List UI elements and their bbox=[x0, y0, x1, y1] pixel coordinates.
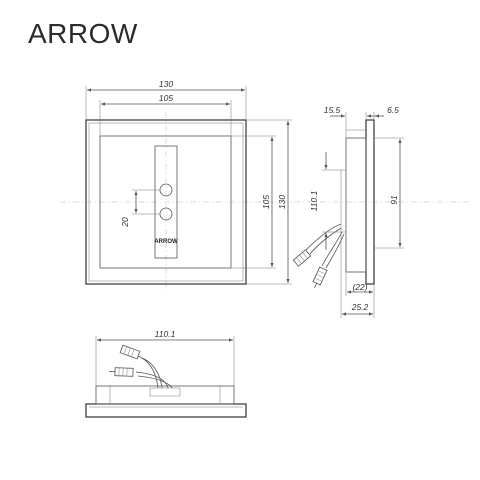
brand-logo-text: ARROW bbox=[28, 18, 138, 49]
dim-lower-depth: (22) bbox=[352, 282, 367, 292]
bottom-cable-upper-b bbox=[141, 357, 163, 389]
strip-label: ARROW bbox=[154, 239, 178, 245]
inner-plate bbox=[99, 135, 232, 269]
dim-hole-spacing: 20 bbox=[120, 217, 130, 228]
dim-depth-top: 15.5 bbox=[324, 105, 341, 115]
dim-bezel: 6.5 bbox=[387, 105, 399, 115]
dim-cable-height: 110.1 bbox=[309, 190, 319, 211]
dim-width-inner: 105 bbox=[159, 93, 173, 103]
side-connector-female bbox=[292, 249, 312, 267]
side-body bbox=[345, 137, 367, 273]
dim-height-inner: 105 bbox=[261, 195, 271, 209]
outer-plate bbox=[85, 119, 247, 285]
dim-body-height: 91 bbox=[389, 195, 399, 205]
side-connector-male bbox=[312, 266, 328, 288]
bottom-cable-lower-b bbox=[137, 375, 173, 389]
bottom-body bbox=[95, 385, 235, 405]
bottom-cable-upper bbox=[137, 355, 159, 389]
dim-cable-width: 110.1 bbox=[155, 329, 176, 339]
bottom-plate bbox=[85, 403, 247, 418]
bottom-connector-male bbox=[108, 367, 134, 377]
side-cable-upper bbox=[305, 223, 342, 251]
dim-width-outer: 130 bbox=[159, 79, 173, 89]
front-view: ARROW 130 105 105 130 20 bbox=[60, 79, 470, 292]
bottom-cable-exit bbox=[149, 387, 181, 397]
bottom-view: 110.1 bbox=[85, 329, 247, 418]
dim-height-outer: 130 bbox=[277, 195, 287, 209]
side-view: 15.5 6.5 110.1 91 (22) 25.2 bbox=[292, 105, 404, 318]
dim-total-depth: 25.2 bbox=[351, 302, 369, 312]
bottom-cable-lower bbox=[135, 371, 169, 389]
center-strip bbox=[154, 145, 178, 259]
outer-plate-bevel bbox=[88, 122, 244, 282]
bottom-connector-female bbox=[119, 344, 141, 360]
side-cable-lower bbox=[321, 231, 343, 267]
side-cable-lower-b bbox=[325, 233, 345, 269]
